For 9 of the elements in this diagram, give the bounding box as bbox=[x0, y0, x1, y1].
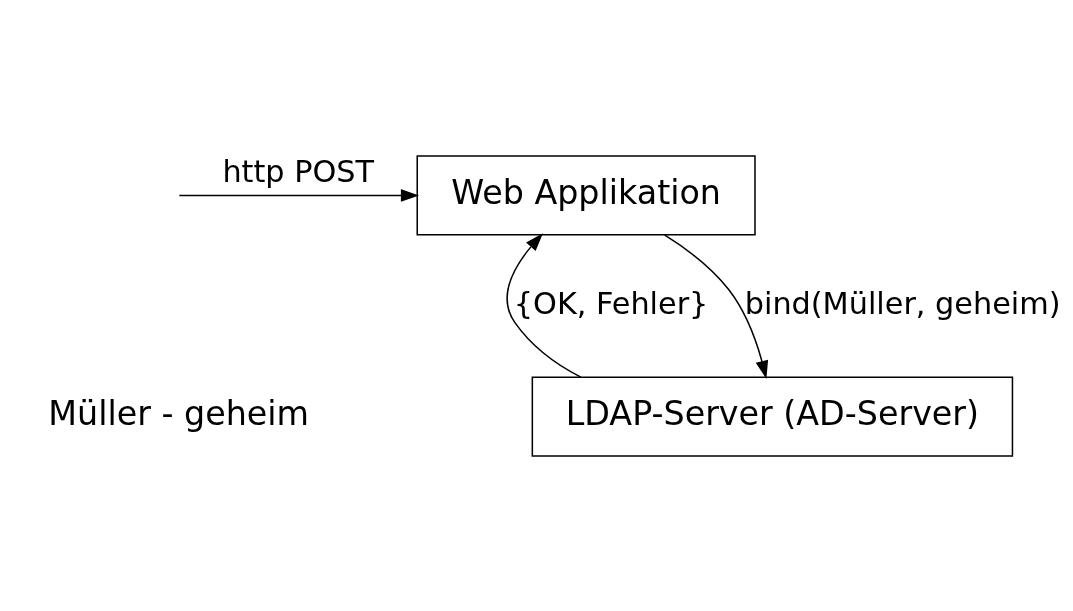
label: Müller - geheim bbox=[48, 393, 310, 433]
edge-label: {OK, Fehler} bbox=[513, 285, 709, 321]
node-box: Web Applikation bbox=[416, 154, 756, 236]
node-box: LDAP-Server (AD-Server) bbox=[531, 375, 1014, 457]
edge-label: bind(Müller, geheim) bbox=[744, 285, 1061, 321]
arrow bbox=[663, 233, 769, 379]
arrow bbox=[178, 188, 420, 202]
edge-label: http POST bbox=[222, 153, 375, 189]
arrow bbox=[506, 232, 582, 378]
